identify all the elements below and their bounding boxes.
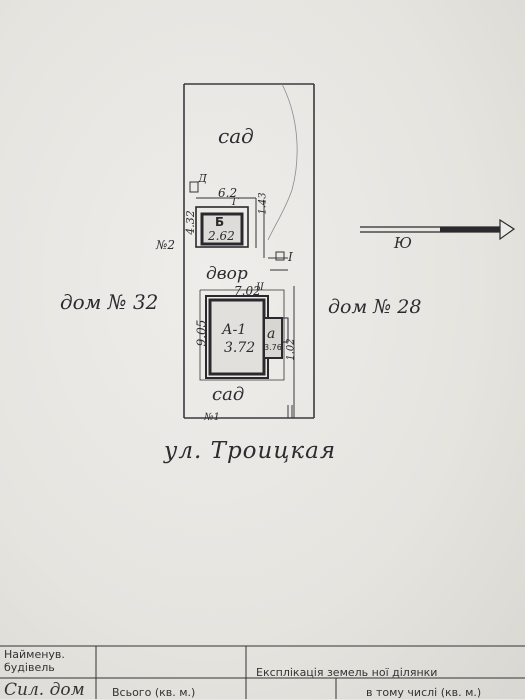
- building-a-value: 3.72: [224, 340, 256, 356]
- building-b: [195, 206, 249, 248]
- dim-b-right: 1.43: [257, 192, 269, 215]
- building-a-letter: А-1: [222, 322, 247, 338]
- included-area-header: в тому числі (кв. м.): [366, 686, 482, 699]
- mark-i: I: [288, 250, 293, 264]
- dim-b-height: 4.32: [183, 210, 197, 235]
- total-area-header: Всього (кв. м.): [112, 686, 196, 699]
- building-b-letter: Б: [215, 215, 225, 229]
- mark-g: Г: [232, 197, 239, 208]
- house-right-label: дом № 28: [328, 296, 422, 318]
- mark-n2: №2: [156, 238, 175, 252]
- dim-a-width: 7.02: [234, 284, 261, 298]
- building-b-value: 2.62: [208, 229, 235, 243]
- row-building-name: Сил. дом: [4, 680, 85, 700]
- building-a: [205, 295, 289, 379]
- house-left-label: дом № 32: [60, 290, 159, 314]
- yard-label: двор: [206, 264, 248, 284]
- mark-ii: II: [256, 282, 264, 293]
- mark-d: Д: [198, 172, 207, 185]
- garden-top-label: сад: [218, 124, 254, 148]
- dim-a-height: 9.05: [194, 319, 209, 347]
- south-label: Ю: [394, 234, 412, 252]
- street-label: ул. Троицкая: [164, 438, 337, 464]
- dim-annex-side: 1.02: [285, 338, 297, 361]
- building-name-header: Найменув. будівель: [4, 648, 65, 674]
- explication-table: Найменув. будівель Експлікація земель но…: [0, 646, 525, 700]
- dim-b-width: 6.2: [218, 186, 238, 200]
- annex-letter: а: [267, 326, 276, 342]
- mark-n1: №1: [204, 412, 220, 423]
- annex-value: 3.76: [264, 343, 282, 352]
- garden-bottom-label: сад: [212, 384, 245, 405]
- explication-title: Експлікація земель ної ділянки: [256, 666, 438, 679]
- south-arrow: [360, 218, 516, 241]
